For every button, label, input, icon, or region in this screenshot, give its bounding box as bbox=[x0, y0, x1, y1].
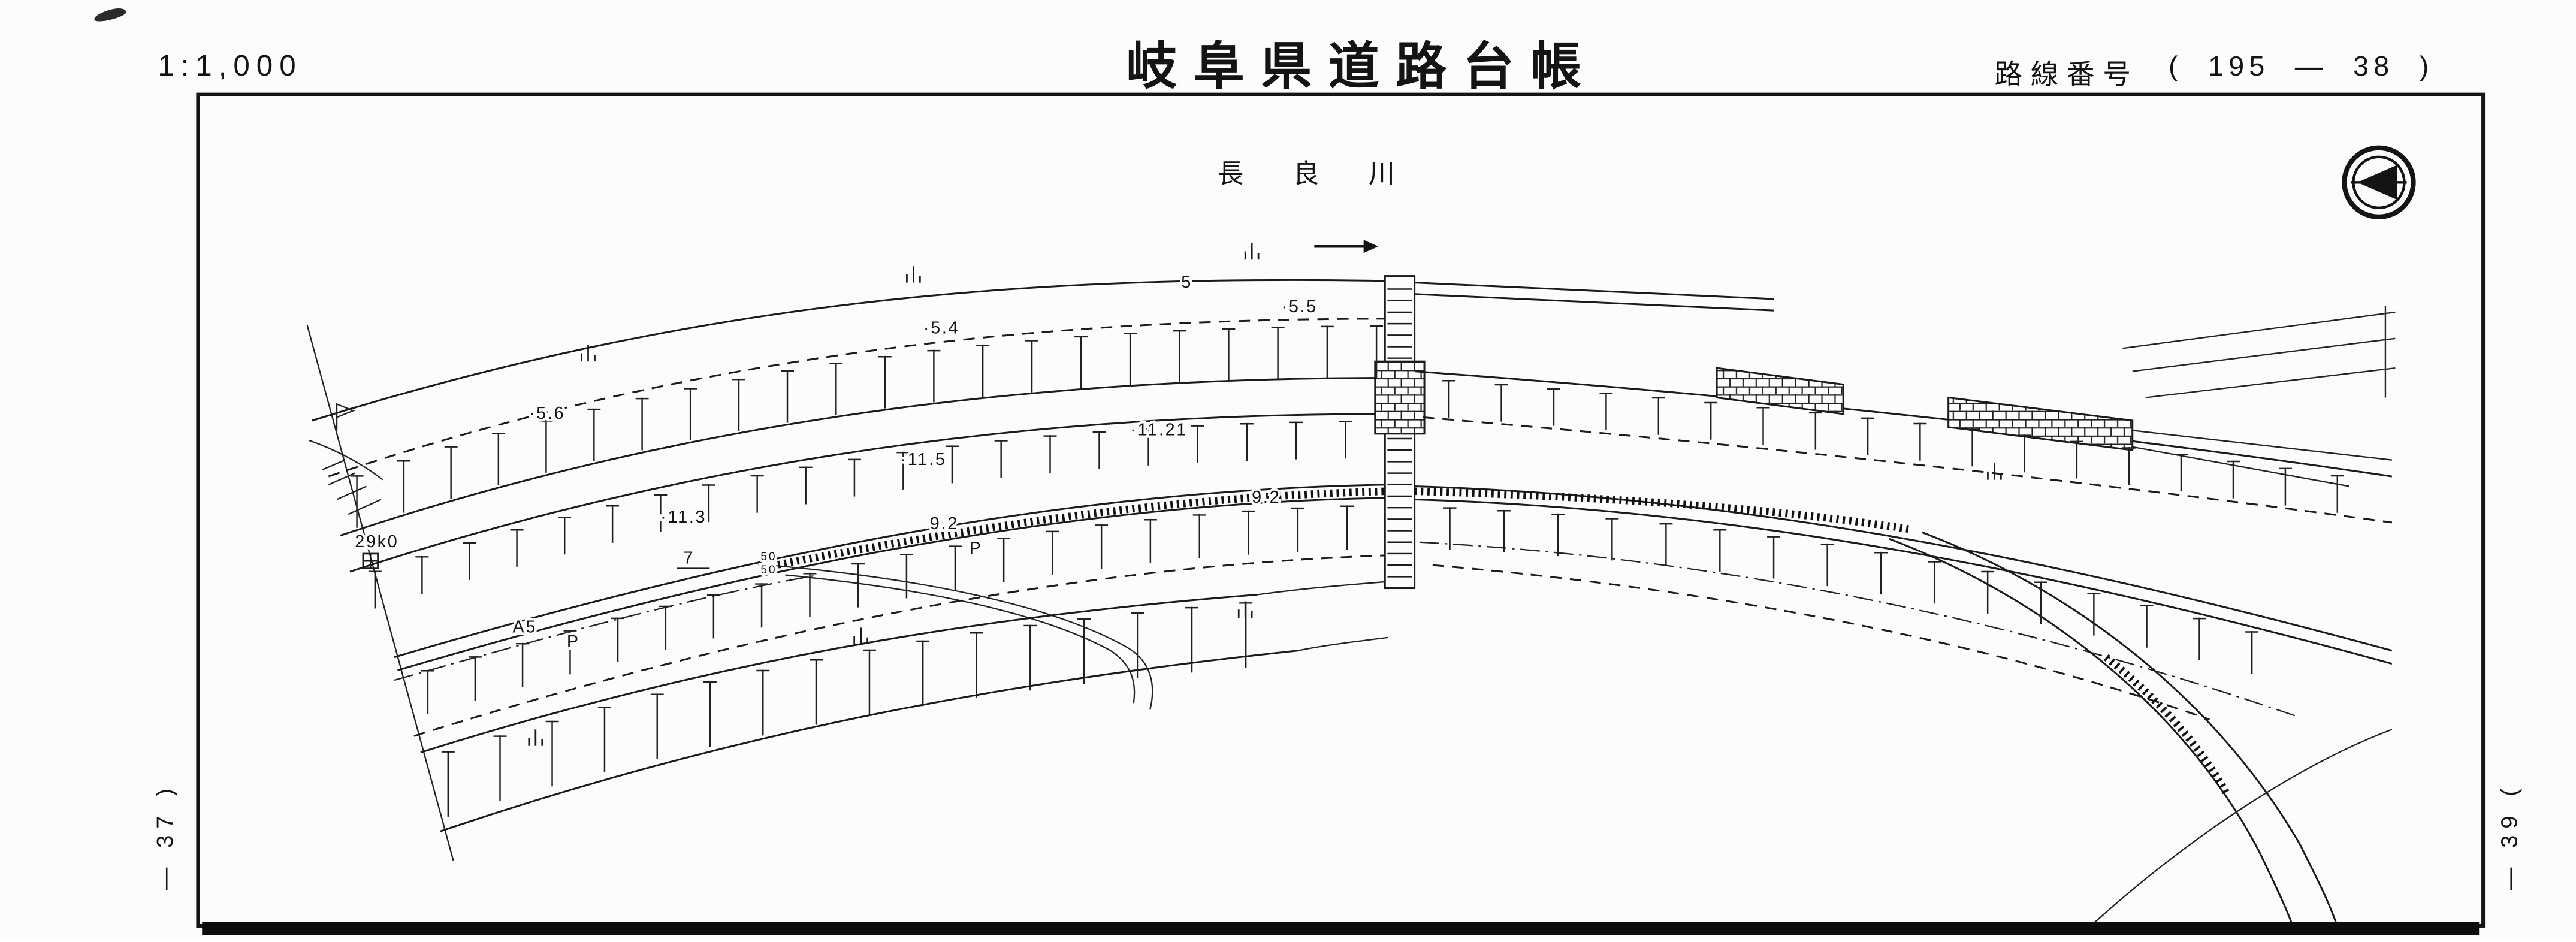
annotation-elev-5: 5 bbox=[1181, 273, 1192, 292]
embankment-lower-left bbox=[413, 554, 1388, 832]
annotation-elev-5-5: ·5.5 bbox=[1282, 297, 1318, 316]
masonry-block-center bbox=[1374, 360, 1426, 435]
annotation-50-a: 50 bbox=[760, 551, 777, 563]
flow-direction-arrow bbox=[1314, 240, 1379, 253]
annotation-kilo-post: 29k0 bbox=[355, 532, 398, 551]
sluice-ladder-structure bbox=[1374, 275, 1426, 590]
route-number-label: 路線番号 bbox=[1994, 59, 2139, 90]
roadway-right bbox=[1414, 485, 2393, 721]
masonry-patch-a bbox=[1716, 367, 1844, 415]
sheet-frame bbox=[196, 92, 2486, 928]
left-access-stub bbox=[309, 403, 383, 515]
annotation-width-9-2-a: 9.2 bbox=[930, 514, 959, 533]
annotation-elev-11-3: ·11.3 bbox=[660, 508, 706, 527]
annotation-elev-5-4: ·5.4 bbox=[923, 319, 960, 338]
river-shore-lines bbox=[2122, 311, 2396, 398]
annotation-num-7: 7 bbox=[684, 548, 695, 567]
measurement-annotations: 5 ·5.5 ·5.4 ·5.6 ·11.21 ·11.5 ·11.3 9.2 … bbox=[352, 270, 1318, 654]
annotation-50-b: 50 bbox=[760, 564, 777, 576]
retaining-wall-hatch bbox=[758, 487, 1388, 572]
annotation-p-a: P bbox=[567, 632, 580, 651]
annotation-elev-11-21: ·11.21 bbox=[1130, 421, 1188, 440]
annotation-width-9-2-b: 9.2 bbox=[1252, 488, 1281, 507]
levee-upper-right bbox=[1414, 282, 2393, 524]
annotation-p-b: P bbox=[970, 539, 983, 558]
retaining-wall-hatch-right bbox=[1414, 487, 1910, 533]
north-arrow-icon bbox=[2342, 145, 2416, 220]
annotation-elev-5-6: ·5.6 bbox=[529, 404, 566, 423]
flag-symbol bbox=[336, 403, 355, 431]
embankment-slope-ticks bbox=[350, 325, 2344, 817]
annotation-a5: A5 bbox=[512, 618, 537, 637]
map-scale-label: 1:1,000 bbox=[158, 49, 303, 83]
page-title: 岐阜県道路台帳 bbox=[1126, 38, 1598, 96]
branch-roads-lower-right bbox=[1889, 531, 2341, 934]
retaining-wall-hatch-branch bbox=[2103, 654, 2231, 798]
kilometer-post-marker bbox=[362, 552, 710, 569]
route-number-block: 路線番号 ( 195 — 38 ) bbox=[1994, 51, 2433, 92]
roadway-left bbox=[394, 484, 1388, 710]
bottom-frame-edge bbox=[202, 922, 2480, 935]
annotation-elev-11-5: ·11.5 bbox=[900, 450, 946, 469]
levee-upper-left bbox=[312, 279, 1388, 573]
masonry-patch-b bbox=[1947, 396, 2134, 451]
route-number-value: ( 195 — 38 ) bbox=[2169, 50, 2434, 83]
river-name-label: 長良川 bbox=[1217, 161, 1444, 189]
